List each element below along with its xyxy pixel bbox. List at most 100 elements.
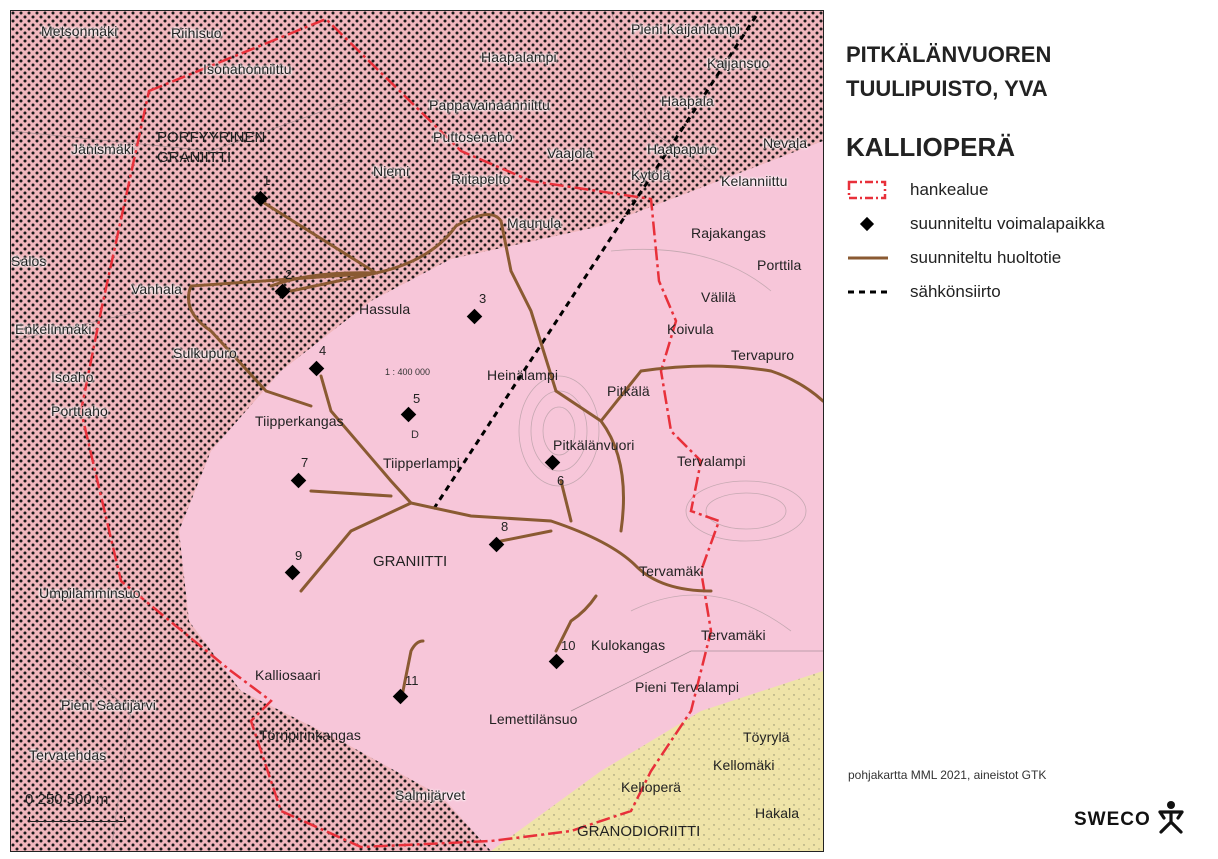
place-name: Porttiaho	[51, 403, 108, 419]
place-name: Kaijansuo	[707, 55, 770, 71]
project-area-boundary	[79, 17, 721, 849]
place-name: Pitkälänvuori	[553, 437, 635, 453]
source-note: pohjakartta MML 2021, aineistot GTK	[848, 768, 1047, 782]
place-name: Porttila	[757, 257, 802, 273]
legend-item-label: sähkönsiirto	[910, 282, 1001, 301]
place-name: Tervalampi	[677, 453, 746, 469]
legend-item-voimalapaikka: suunniteltu voimalapaikka	[846, 207, 1206, 241]
turbine-number-5: 5	[413, 391, 421, 406]
place-name: Salos	[11, 253, 47, 269]
dashed-box-icon	[846, 180, 890, 200]
sweco-logo: SWECO	[1074, 800, 1185, 839]
place-name: Törripirinkangas	[259, 727, 361, 743]
place-name: Pitkälä	[607, 383, 650, 399]
turbine-number-4: 4	[319, 343, 327, 358]
turbine-marker-5	[400, 406, 417, 423]
place-name: Töyrylä	[743, 729, 790, 745]
place-name: Vaajola	[547, 145, 594, 161]
unit-label-granite: GRANIITTI	[373, 553, 448, 570]
turbine-markers	[252, 190, 565, 705]
place-name: Nevala	[763, 135, 808, 151]
brown-line-icon	[846, 248, 890, 268]
logo-text: SWECO	[1074, 808, 1151, 830]
place-name: Hassula	[359, 301, 411, 317]
turbine-number-3: 3	[479, 291, 487, 306]
place-name: Pieni Kaijanlampi	[631, 21, 741, 37]
place-name: Pieni Saarijärvi	[61, 697, 156, 713]
place-name: Heinälampi	[487, 367, 559, 383]
turbine-number-8: 8	[501, 519, 509, 534]
place-name: Kellomäki	[713, 757, 775, 773]
legend-item-hankealue: hankealue	[846, 173, 1206, 207]
place-name: Kelanniittu	[721, 173, 788, 189]
place-name: Kulokangas	[591, 637, 666, 653]
unit-label-porphyry-line2: GRANIITTI	[157, 149, 232, 166]
map-graphics	[11, 11, 823, 851]
unit-label-granodiorite: GRANODIORIITTI	[577, 823, 701, 840]
place-name: Pieni Tervalampi	[635, 679, 740, 695]
turbine-marker-9	[284, 564, 301, 581]
turbine-marker-3	[466, 308, 483, 325]
legend-item-sahkonsiirto: sähkönsiirto	[846, 275, 1206, 309]
place-name: Lemettilänsuo	[489, 711, 578, 727]
place-name: Kytölä	[631, 167, 671, 183]
turbine-marker-11	[392, 688, 409, 705]
substation-label: D	[411, 429, 419, 441]
dashed-line-icon	[846, 282, 890, 302]
legend-title-line1: PITKÄLÄNVUOREN	[846, 42, 1052, 67]
place-name: Sulkupuro	[173, 345, 237, 361]
place-name: Riihisuo	[171, 25, 222, 41]
bedrock-map[interactable]: 1 2 3 4 5 6 7 8 9 10 11 D PORFYYRINEN GR…	[10, 10, 824, 852]
turbine-marker-1	[252, 190, 269, 207]
turbine-number-1: 1	[263, 173, 271, 188]
legend-title-line2: TUULIPUISTO, YVA	[846, 76, 1048, 101]
maintenance-roads	[187, 199, 823, 703]
turbine-marker-10	[548, 653, 565, 670]
place-name: Salmijärvet	[395, 787, 466, 803]
turbine-number-11: 11	[405, 673, 419, 688]
turbine-number-10: 10	[561, 638, 576, 653]
place-name: Kelloperä	[621, 779, 682, 795]
place-name: Tervamäki	[639, 563, 704, 579]
place-name: Tiipperkangas	[255, 413, 344, 429]
place-name: Maunula	[507, 215, 562, 231]
place-name: Metsonmäki	[41, 23, 118, 39]
minor-roads	[11, 11, 823, 851]
turbine-number-2: 2	[285, 267, 293, 282]
map-scale-note: 1 : 400 000	[385, 367, 431, 377]
place-name: Isonahonniittu	[203, 61, 292, 77]
place-name: Umpilamminsuo	[39, 585, 141, 601]
turbine-marker-2	[274, 283, 291, 300]
contour-lines	[518, 248, 807, 632]
turbine-marker-8	[488, 536, 505, 553]
sweco-figure-icon	[1157, 800, 1185, 839]
place-name: Tervatehdas	[29, 747, 107, 763]
scale-bar-line	[29, 817, 125, 822]
diamond-icon	[846, 214, 890, 234]
granite-area	[179, 141, 823, 851]
place-name: Kalliosaari	[255, 667, 321, 683]
place-name: Hakala	[755, 805, 800, 821]
place-name: Vanhala	[131, 281, 183, 297]
place-name: Enkelinmäki	[15, 321, 92, 337]
place-name: Pappavainaanniittu	[429, 97, 550, 113]
unit-label-porphyry: PORFYYRINEN	[157, 129, 266, 146]
place-name: Rajakangas	[691, 225, 766, 241]
place-name: Haapala	[661, 93, 714, 109]
place-name: Puttosenaho	[433, 129, 513, 145]
scale-bar-label: 0 250 500 m	[25, 791, 109, 808]
turbine-number-6: 6	[557, 473, 565, 488]
legend-item-label: suunniteltu huoltotie	[910, 248, 1062, 267]
place-name: Jänismäki	[71, 141, 135, 157]
turbine-marker-7	[290, 472, 307, 489]
place-name: Isoaho	[51, 369, 94, 385]
place-name: Koivula	[667, 321, 714, 337]
place-name: Välilä	[701, 289, 736, 305]
turbine-number-9: 9	[295, 548, 303, 563]
legend: PITKÄLÄNVUOREN TUULIPUISTO, YVA KALLIOPE…	[846, 38, 1206, 309]
legend-item-huoltotie: suunniteltu huoltotie	[846, 241, 1206, 275]
place-name: Riitapelto	[451, 171, 511, 187]
turbine-number-7: 7	[301, 455, 309, 470]
place-name: Tervapuro	[731, 347, 795, 363]
turbine-marker-6	[544, 454, 561, 471]
